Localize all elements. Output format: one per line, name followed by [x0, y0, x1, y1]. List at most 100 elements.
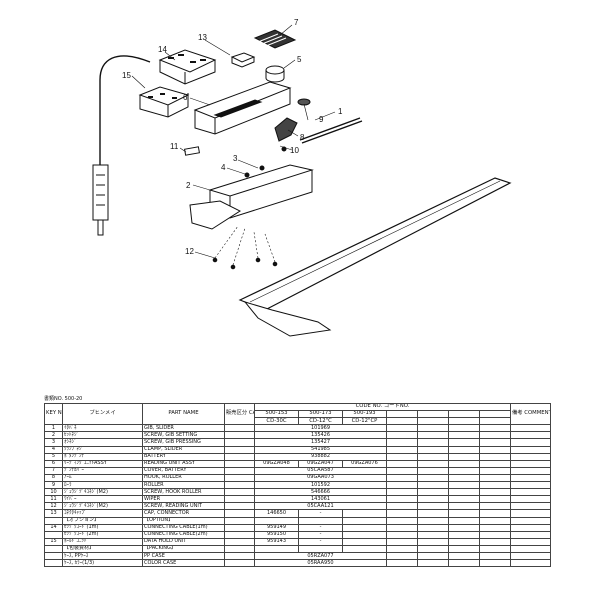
blank-cell [448, 495, 480, 504]
blank-cell [448, 481, 480, 490]
category-cell [224, 509, 255, 518]
blank-cell [448, 502, 480, 511]
blank-cell [417, 473, 449, 483]
code-cell: 09GZA047 [298, 459, 343, 468]
part-name-cell: BATTERY [142, 452, 225, 461]
header-jp-name: ブヒンメイ [62, 402, 143, 426]
blank-cell [386, 502, 418, 511]
blank-cell [417, 523, 449, 532]
blank-cell [417, 445, 449, 454]
blank-cell [417, 452, 449, 461]
blank-cell [479, 473, 511, 483]
callout-6: 6 [183, 93, 188, 102]
blank-cell [479, 559, 511, 568]
part-name-cell: WIPER [142, 495, 225, 504]
blank-cell [448, 445, 480, 454]
blank-cell [417, 537, 449, 546]
blank-cell [479, 516, 511, 525]
blank-cell [448, 559, 480, 568]
blank-cell [479, 502, 511, 511]
category-cell [224, 502, 255, 511]
key-no-cell: 5 [44, 452, 63, 461]
header-remarks: 備考 COMMENTS [510, 402, 551, 426]
key-no-cell: 13 [44, 509, 63, 518]
callout-9: 9 [319, 115, 324, 124]
battery-5 [265, 65, 285, 75]
blank-cell [448, 516, 480, 525]
code-cell: - [298, 530, 343, 539]
blank-cell [386, 530, 418, 539]
blank-cell [448, 438, 480, 447]
blank-cell [386, 481, 418, 490]
code-cell: 05RAA950 [254, 559, 387, 568]
blank-cell [479, 537, 511, 546]
blank-cell [417, 466, 449, 475]
part-name-cell: 【OPTION】 [142, 516, 225, 525]
callout-3: 3 [233, 154, 238, 163]
key-no-cell: 8 [44, 473, 63, 483]
jp-name-cell: ｹｰｽ, PPｹｰｽ [62, 551, 143, 561]
code-cell: - [298, 537, 343, 546]
key-no-cell: 11 [44, 495, 63, 504]
blank-cell [448, 459, 480, 468]
code-cell: 09GZA076 [342, 459, 387, 468]
remarks-cell [510, 431, 551, 440]
blank-cell [479, 481, 511, 490]
code-cell: 05CAA121 [254, 502, 387, 511]
code-cell [342, 523, 387, 532]
blank-cell [479, 445, 511, 454]
remarks-cell [510, 530, 551, 539]
code-cell: 101969 [254, 424, 387, 433]
remarks-cell [510, 551, 551, 561]
remarks-cell [510, 473, 551, 483]
blank-cell [448, 473, 480, 483]
code-cell: - [298, 509, 343, 518]
code-cell: 546666 [254, 488, 387, 497]
code-cell [342, 516, 387, 525]
code-cell [342, 537, 387, 546]
gib-slider-1 [299, 117, 363, 144]
remarks-cell [510, 537, 551, 546]
code-cell: 143061 [254, 495, 387, 504]
part-name-cell: CONNECTING CABLE(2m) [142, 530, 225, 539]
blank-cell [417, 481, 449, 490]
blank-cell [479, 551, 511, 561]
part-name-cell: PP CASE [142, 551, 225, 561]
key-no-cell [44, 559, 63, 568]
key-no-cell: 15 [44, 537, 63, 546]
header-code-no: CODE NO. コードNO. [254, 402, 511, 412]
jp-name-cell: ﾘｰﾃﾞｨﾝｸﾞﾕﾆｯﾄASSY [62, 459, 143, 468]
fixed-jaw [243, 301, 332, 337]
callout-15: 15 [122, 71, 131, 80]
code-cell [298, 544, 343, 553]
key-no-cell: 3 [44, 438, 63, 447]
jp-name-cell: ｱｰﾑ [62, 473, 143, 483]
part-name-cell: CLAMP, SLIDER [142, 445, 225, 454]
header-part-name: PART NAME [142, 402, 225, 426]
blank-cell [386, 544, 418, 553]
callout-12: 12 [185, 247, 194, 256]
header-model-code: 500-173 [298, 410, 343, 419]
blank-cell [479, 523, 511, 532]
key-no-cell: 12 [44, 502, 63, 511]
callout-8: 8 [300, 133, 305, 142]
blank-cell [479, 530, 511, 539]
key-no-cell: 2 [44, 431, 63, 440]
jp-name-cell: ｼﾞｭｳｼﾞﾂﾞｷｺﾈｼﾞ(M2) [62, 502, 143, 511]
category-cell [224, 495, 255, 504]
connector-14 [158, 49, 217, 85]
jp-name-cell: 【包装資材】 [62, 544, 143, 553]
key-no-cell [44, 530, 63, 539]
part-name-cell: SCREW, GIB SETTING [142, 431, 225, 440]
remarks-cell [510, 516, 551, 525]
category-cell [224, 544, 255, 553]
category-cell [224, 466, 255, 475]
category-cell [224, 424, 255, 433]
key-no-cell: 6 [44, 459, 63, 468]
jp-name-cell: ｲﾀﾊﾞﾈ [62, 424, 143, 433]
